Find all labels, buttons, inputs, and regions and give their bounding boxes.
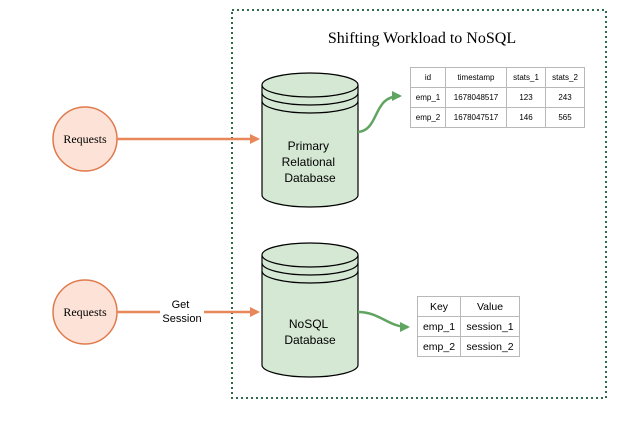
table-row: emp_2 1678047517 146 565	[410, 107, 585, 128]
table-cell: 565	[545, 107, 585, 128]
nosql-database: NoSQL Database	[261, 242, 359, 378]
requests-label-2: Requests	[63, 305, 107, 319]
table-cell: 1678047517	[445, 107, 507, 128]
relational-col-header: id	[410, 67, 446, 88]
kv-col-header: Key	[417, 296, 461, 317]
workload-boundary	[231, 9, 607, 399]
table-cell: 243	[545, 87, 585, 108]
table-cell: 1678048517	[445, 87, 507, 108]
primary-relational-database: Primary Relational Database	[261, 72, 359, 208]
kv-table-header-row: Key Value	[417, 296, 520, 317]
requests-node-2: Requests	[52, 279, 118, 345]
relational-col-header: stats_1	[506, 67, 546, 88]
nosql-to-table-arrow	[357, 310, 410, 332]
nosql-db-label: NoSQL Database	[284, 317, 336, 347]
requests-label-1: Requests	[63, 132, 107, 146]
relational-col-header: timestamp	[445, 67, 507, 88]
table-cell: emp_2	[410, 107, 446, 128]
table-row: emp_2 session_2	[417, 336, 520, 357]
table-row: emp_1 session_1	[417, 316, 520, 337]
key-value-table: Key Value emp_1 session_1 emp_2 session_…	[417, 296, 520, 357]
table-cell: emp_2	[417, 336, 461, 357]
table-cell: emp_1	[410, 87, 446, 108]
primary-db-label: Primary Relational Database	[282, 139, 339, 185]
kv-col-header: Value	[460, 296, 520, 317]
table-cell: emp_1	[417, 316, 461, 337]
primary-to-table-arrow	[357, 91, 402, 134]
table-cell: 123	[506, 87, 546, 108]
get-session-label: Get Session	[162, 299, 201, 325]
table-cell: session_2	[460, 336, 520, 357]
relational-col-header: stats_2	[545, 67, 585, 88]
relational-table: id timestamp stats_1 stats_2 emp_1 16780…	[410, 67, 585, 128]
requests-node-1: Requests	[52, 106, 118, 172]
diagram-title: Shifting Workload to NoSQL	[328, 30, 516, 47]
table-row: emp_1 1678048517 123 243	[410, 87, 585, 108]
relational-table-header-row: id timestamp stats_1 stats_2	[410, 67, 585, 88]
table-cell: 146	[506, 107, 546, 128]
table-cell: session_1	[460, 316, 520, 337]
